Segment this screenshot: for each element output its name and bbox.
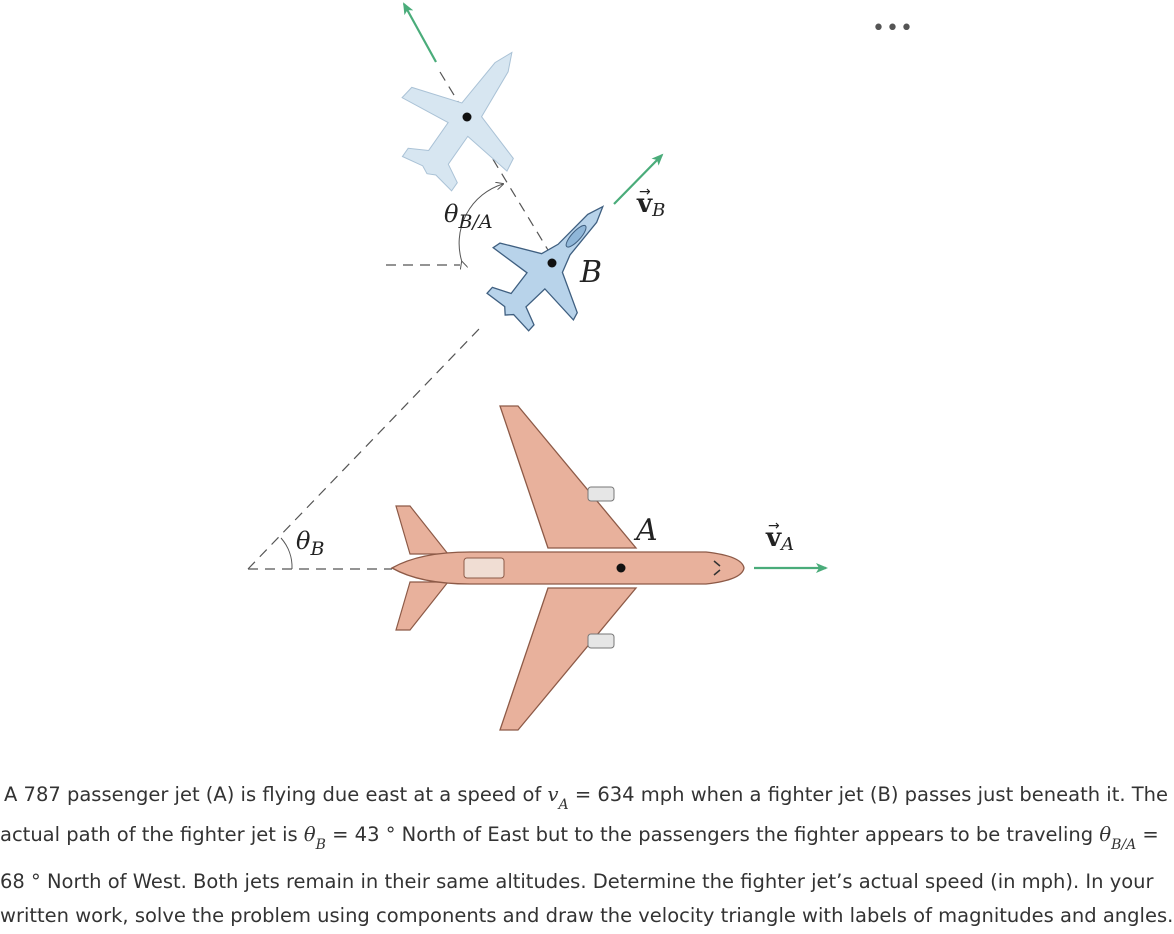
va-label: vA bbox=[765, 523, 794, 555]
problem-line-2: actual path of the fighter jet is θB = 4… bbox=[0, 823, 1159, 853]
jet-b-label: B bbox=[579, 255, 602, 290]
theta-ba-arc bbox=[458, 184, 503, 262]
passenger-jet-center-dot bbox=[616, 563, 626, 573]
theta-ba-label: θB/A bbox=[444, 200, 493, 233]
ghost-fighter-jet bbox=[401, 51, 514, 192]
vb-arrow bbox=[613, 153, 664, 205]
vb-label: vB bbox=[636, 189, 665, 221]
fighter-jet-center-dot bbox=[547, 258, 557, 268]
ghost-direction-arrow bbox=[403, 2, 437, 63]
more-options-button[interactable]: ••• bbox=[872, 16, 914, 41]
problem-line-1: A 787 passenger jet (A) is flying due ea… bbox=[4, 783, 1169, 813]
problem-line-4: written work, solve the problem using co… bbox=[0, 904, 1174, 927]
jets-diagram: vB → vA → B A θB/A θB bbox=[247, 2, 828, 731]
vb-arrow-overline: → bbox=[639, 184, 651, 200]
theta-b-arc bbox=[280, 537, 293, 570]
ghost-fighter-center-dot bbox=[462, 112, 472, 122]
problem-line-3: 68 ° North of West. Both jets remain in … bbox=[0, 870, 1154, 893]
theta-b-label: θB bbox=[296, 527, 324, 560]
fighter-jet-b bbox=[486, 205, 605, 332]
jet-a-label: A bbox=[633, 513, 658, 548]
dashed-hypotenuse-line bbox=[247, 327, 481, 570]
va-arrow-overline: → bbox=[768, 518, 780, 534]
passenger-jet-a bbox=[390, 405, 745, 731]
